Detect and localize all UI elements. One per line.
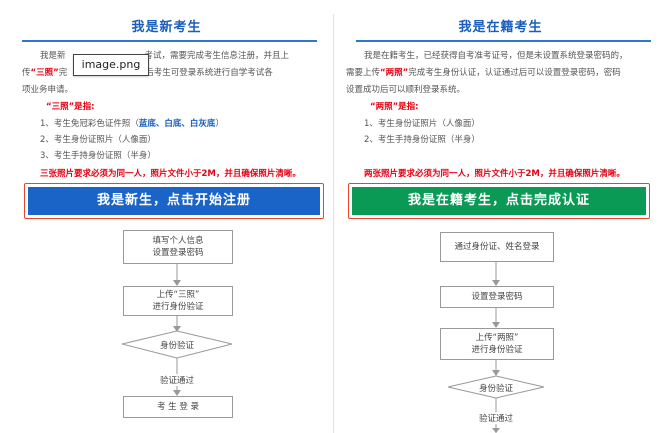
requirement-text: ） <box>215 119 224 129</box>
enrolled-flowchart-lines <box>447 260 545 433</box>
intro-line-3: 设置成功后可以顺利登录系统。 <box>346 85 466 95</box>
flow-step-text: 进行身份验证 <box>152 302 204 312</box>
requirement-text: 1、考生免冠彩色证件照（ <box>40 119 139 129</box>
flow-decision-label: 身份验证 <box>478 384 513 394</box>
flow-step-upload-photos: 上传“两照” 进行身份验证 <box>440 328 554 360</box>
decision-diamond <box>447 375 545 399</box>
flow-step-fill-info: 填写个人信息 设置登录密码 <box>123 230 233 264</box>
flow-step-set-password: 设置登录密码 <box>440 286 554 308</box>
flow-step-id-login: 通过身份证、姓名登录 <box>440 232 554 262</box>
two-photos-highlight: “两照” <box>380 68 409 78</box>
intro-text: 需要上传 <box>346 68 381 78</box>
intro-text: 考试，需要完成考生信息注册，并且上 <box>144 51 290 61</box>
flow-decision-label: 身份验证 <box>159 341 194 351</box>
photo-requirement-1: 1、考生免冠彩色证件照（蓝底、白底、白灰底） <box>40 117 224 129</box>
flow-pass-label: 验证通过 <box>159 376 194 386</box>
new-student-panel: 我是新考生 我是新 考试，需要完成考生信息注册，并且上 传“三照”完 认证通过后考生… <box>0 0 333 433</box>
enrolled-student-panel: 我是在籍考生 我是在籍考生，已经获得自考准考证号，但是未设置系统登录密码的， 需… <box>334 0 667 433</box>
photo-warning: 三张照片要求必须为同一人，照片文件小于2M，并且确保照片清晰。 <box>40 169 301 179</box>
title-underline <box>356 40 651 42</box>
complete-verification-button[interactable]: 我是在籍考生，点击完成认证 <box>352 187 646 215</box>
verify-button-frame: 我是在籍考生，点击完成认证 <box>348 183 650 219</box>
intro-text: 认证通过后考生可登录系统进行自学考试各 <box>111 68 273 78</box>
column-divider <box>333 14 334 433</box>
flow-step-text: 设置登录密码 <box>152 248 204 258</box>
flow-step-text: 填写个人信息 <box>152 236 204 246</box>
intro-line-2: 需要上传“两照”完成考生身份认证，认证通过后可以设置登录密码，密码 <box>346 65 621 82</box>
two-photos-heading: “两照”是指: <box>370 102 419 112</box>
intro-text: 我是新 <box>40 51 66 61</box>
image-filename-tooltip: image.png <box>73 54 149 76</box>
intro-line-1: 我是在籍考生，已经获得自考准考证号，但是未设置系统登录密码的， <box>364 51 628 61</box>
flow-step-text: 进行身份验证 <box>471 345 523 355</box>
intro-text: 传 <box>22 68 31 78</box>
flow-step-text: 上传“三照” <box>156 290 200 300</box>
new-student-title: 我是新考生 <box>131 20 202 35</box>
photo-requirement-2: 2、考生身份证照片（人像面） <box>40 135 156 145</box>
photo-requirement-2: 2、考生手持身份证照（半身） <box>364 135 480 145</box>
three-photos-highlight: “三照” <box>30 68 59 78</box>
intro-line-3: 项业务申请。 <box>22 85 74 95</box>
start-registration-button[interactable]: 我是新生，点击开始注册 <box>28 187 320 215</box>
photo-warning: 两张照片要求必须为同一人，照片文件小于2M，并且确保照片清晰。 <box>364 169 625 179</box>
flow-pass-label: 验证通过 <box>478 414 513 424</box>
intro-line-2: 传“三照”完 认证通过后考生可登录系统进行自学考试各 <box>22 65 273 82</box>
new-student-flowchart-lines <box>121 264 233 396</box>
flow-step-login: 考 生 登 录 <box>123 396 233 418</box>
enrolled-student-title: 我是在籍考生 <box>458 20 543 35</box>
flow-step-upload-photos: 上传“三照” 进行身份验证 <box>123 286 233 316</box>
intro-text: 完成考生身份认证，认证通过后可以设置登录密码，密码 <box>408 68 621 78</box>
three-photos-heading: “三照”是指: <box>46 102 95 112</box>
background-colors-highlight: 蓝底、白底、白灰底 <box>138 119 216 129</box>
decision-diamond <box>121 330 233 359</box>
intro-line-1: 我是新 考试，需要完成考生信息注册，并且上 <box>40 48 289 65</box>
intro-text: 完 <box>58 68 68 78</box>
title-underline <box>22 40 317 42</box>
photo-requirement-1: 1、考生身份证照片（人像面） <box>364 119 480 129</box>
flow-step-text: 上传“两照” <box>475 333 519 343</box>
photo-requirement-3: 3、考生手持身份证照（半身） <box>40 151 156 161</box>
register-button-frame: 我是新生，点击开始注册 <box>24 183 324 219</box>
